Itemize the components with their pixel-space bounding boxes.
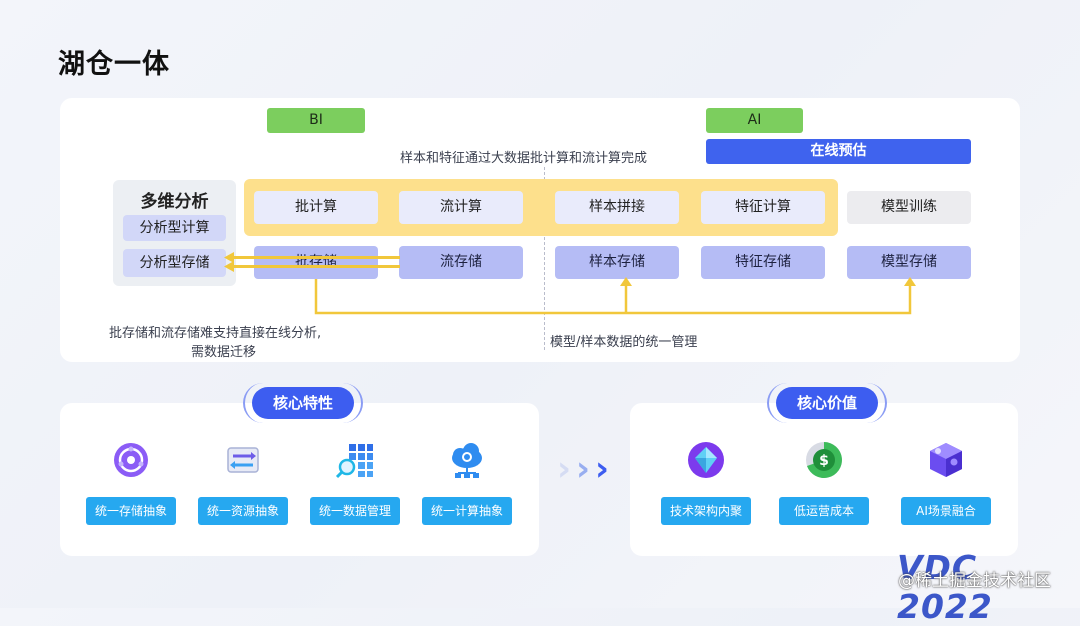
value-label: AI场景融合 (901, 497, 991, 525)
core-features-panel (60, 403, 539, 556)
storage-ring-icon (111, 440, 151, 480)
chevron-right-icon: › (595, 449, 610, 489)
resource-transfer-icon (223, 440, 263, 480)
value-label: 低运营成本 (779, 497, 869, 525)
feature-item-resource: 统一资源抽象 (198, 440, 288, 525)
cloud-compute-icon (447, 440, 487, 480)
data-grid-search-icon (335, 440, 375, 480)
note-left-line1: 批存储和流存储难支持直接在线分析, (109, 326, 322, 341)
stream-storage-box: 流存储 (399, 246, 523, 279)
value-label: 技术架构内聚 (661, 497, 751, 525)
core-values-panel (630, 403, 1018, 556)
core-values-heading-wrap: 核心价值 (767, 383, 887, 423)
feature-label: 统一资源抽象 (198, 497, 288, 525)
migrate-arrow-2 (232, 265, 400, 268)
feature-label: 统一计算抽象 (422, 497, 512, 525)
feature-label: 统一存储抽象 (86, 497, 176, 525)
value-item-architecture: 技术架构内聚 (661, 440, 751, 525)
puzzle-cube-icon (926, 440, 966, 480)
ai-tag: AI (706, 108, 803, 133)
feature-storage-box: 特征存储 (701, 246, 825, 279)
online-predict-tag: 在线预估 (706, 139, 971, 164)
core-features-heading: 核心特性 (252, 387, 354, 419)
divider-dashed (544, 167, 545, 350)
feature-item-data: 统一数据管理 (310, 440, 400, 525)
feature-item-storage: 统一存储抽象 (86, 440, 176, 525)
feature-compute-box: 特征计算 (701, 191, 825, 224)
batch-storage-box: 批存储 (254, 246, 378, 279)
migrate-arrow-1 (232, 256, 400, 259)
sample-join-box: 样本拼接 (555, 191, 679, 224)
page-title: 湖仓一体 (58, 49, 170, 80)
analytic-compute-box: 分析型计算 (123, 215, 226, 241)
batch-compute-box: 批计算 (254, 191, 378, 224)
note-left-line2: 需数据迁移 (191, 345, 257, 360)
value-item-ai-fusion: AI场景融合 (901, 440, 991, 525)
unified-manage-connector (314, 277, 916, 315)
note-bottom: 模型/样本数据的统一管理 (550, 335, 698, 350)
core-features-heading-wrap: 核心特性 (243, 383, 363, 423)
bi-tag: BI (267, 108, 365, 133)
feature-label: 统一数据管理 (310, 497, 400, 525)
stream-compute-box: 流计算 (399, 191, 523, 224)
chevron-right-icon: › (557, 449, 572, 489)
crystal-gem-icon (686, 440, 726, 480)
migrate-arrowheads (224, 252, 234, 272)
note-top: 样本和特征通过大数据批计算和流计算完成 (400, 151, 648, 166)
core-values-heading: 核心价值 (776, 387, 878, 419)
multidim-title: 多维分析 (140, 192, 209, 212)
watermark: @稀土掘金技术社区 (898, 571, 1051, 591)
svg-text:$: $ (819, 453, 829, 469)
feature-item-compute: 统一计算抽象 (422, 440, 512, 525)
dollar-coin-icon: $ (804, 440, 844, 480)
sample-storage-box: 样本存储 (555, 246, 679, 279)
value-item-cost: $ 低运营成本 (779, 440, 869, 525)
analytic-storage-box: 分析型存储 (123, 249, 226, 277)
model-storage-box: 模型存储 (847, 246, 971, 279)
chevron-right-icon: › (576, 449, 591, 489)
model-train-box: 模型训练 (847, 191, 971, 224)
